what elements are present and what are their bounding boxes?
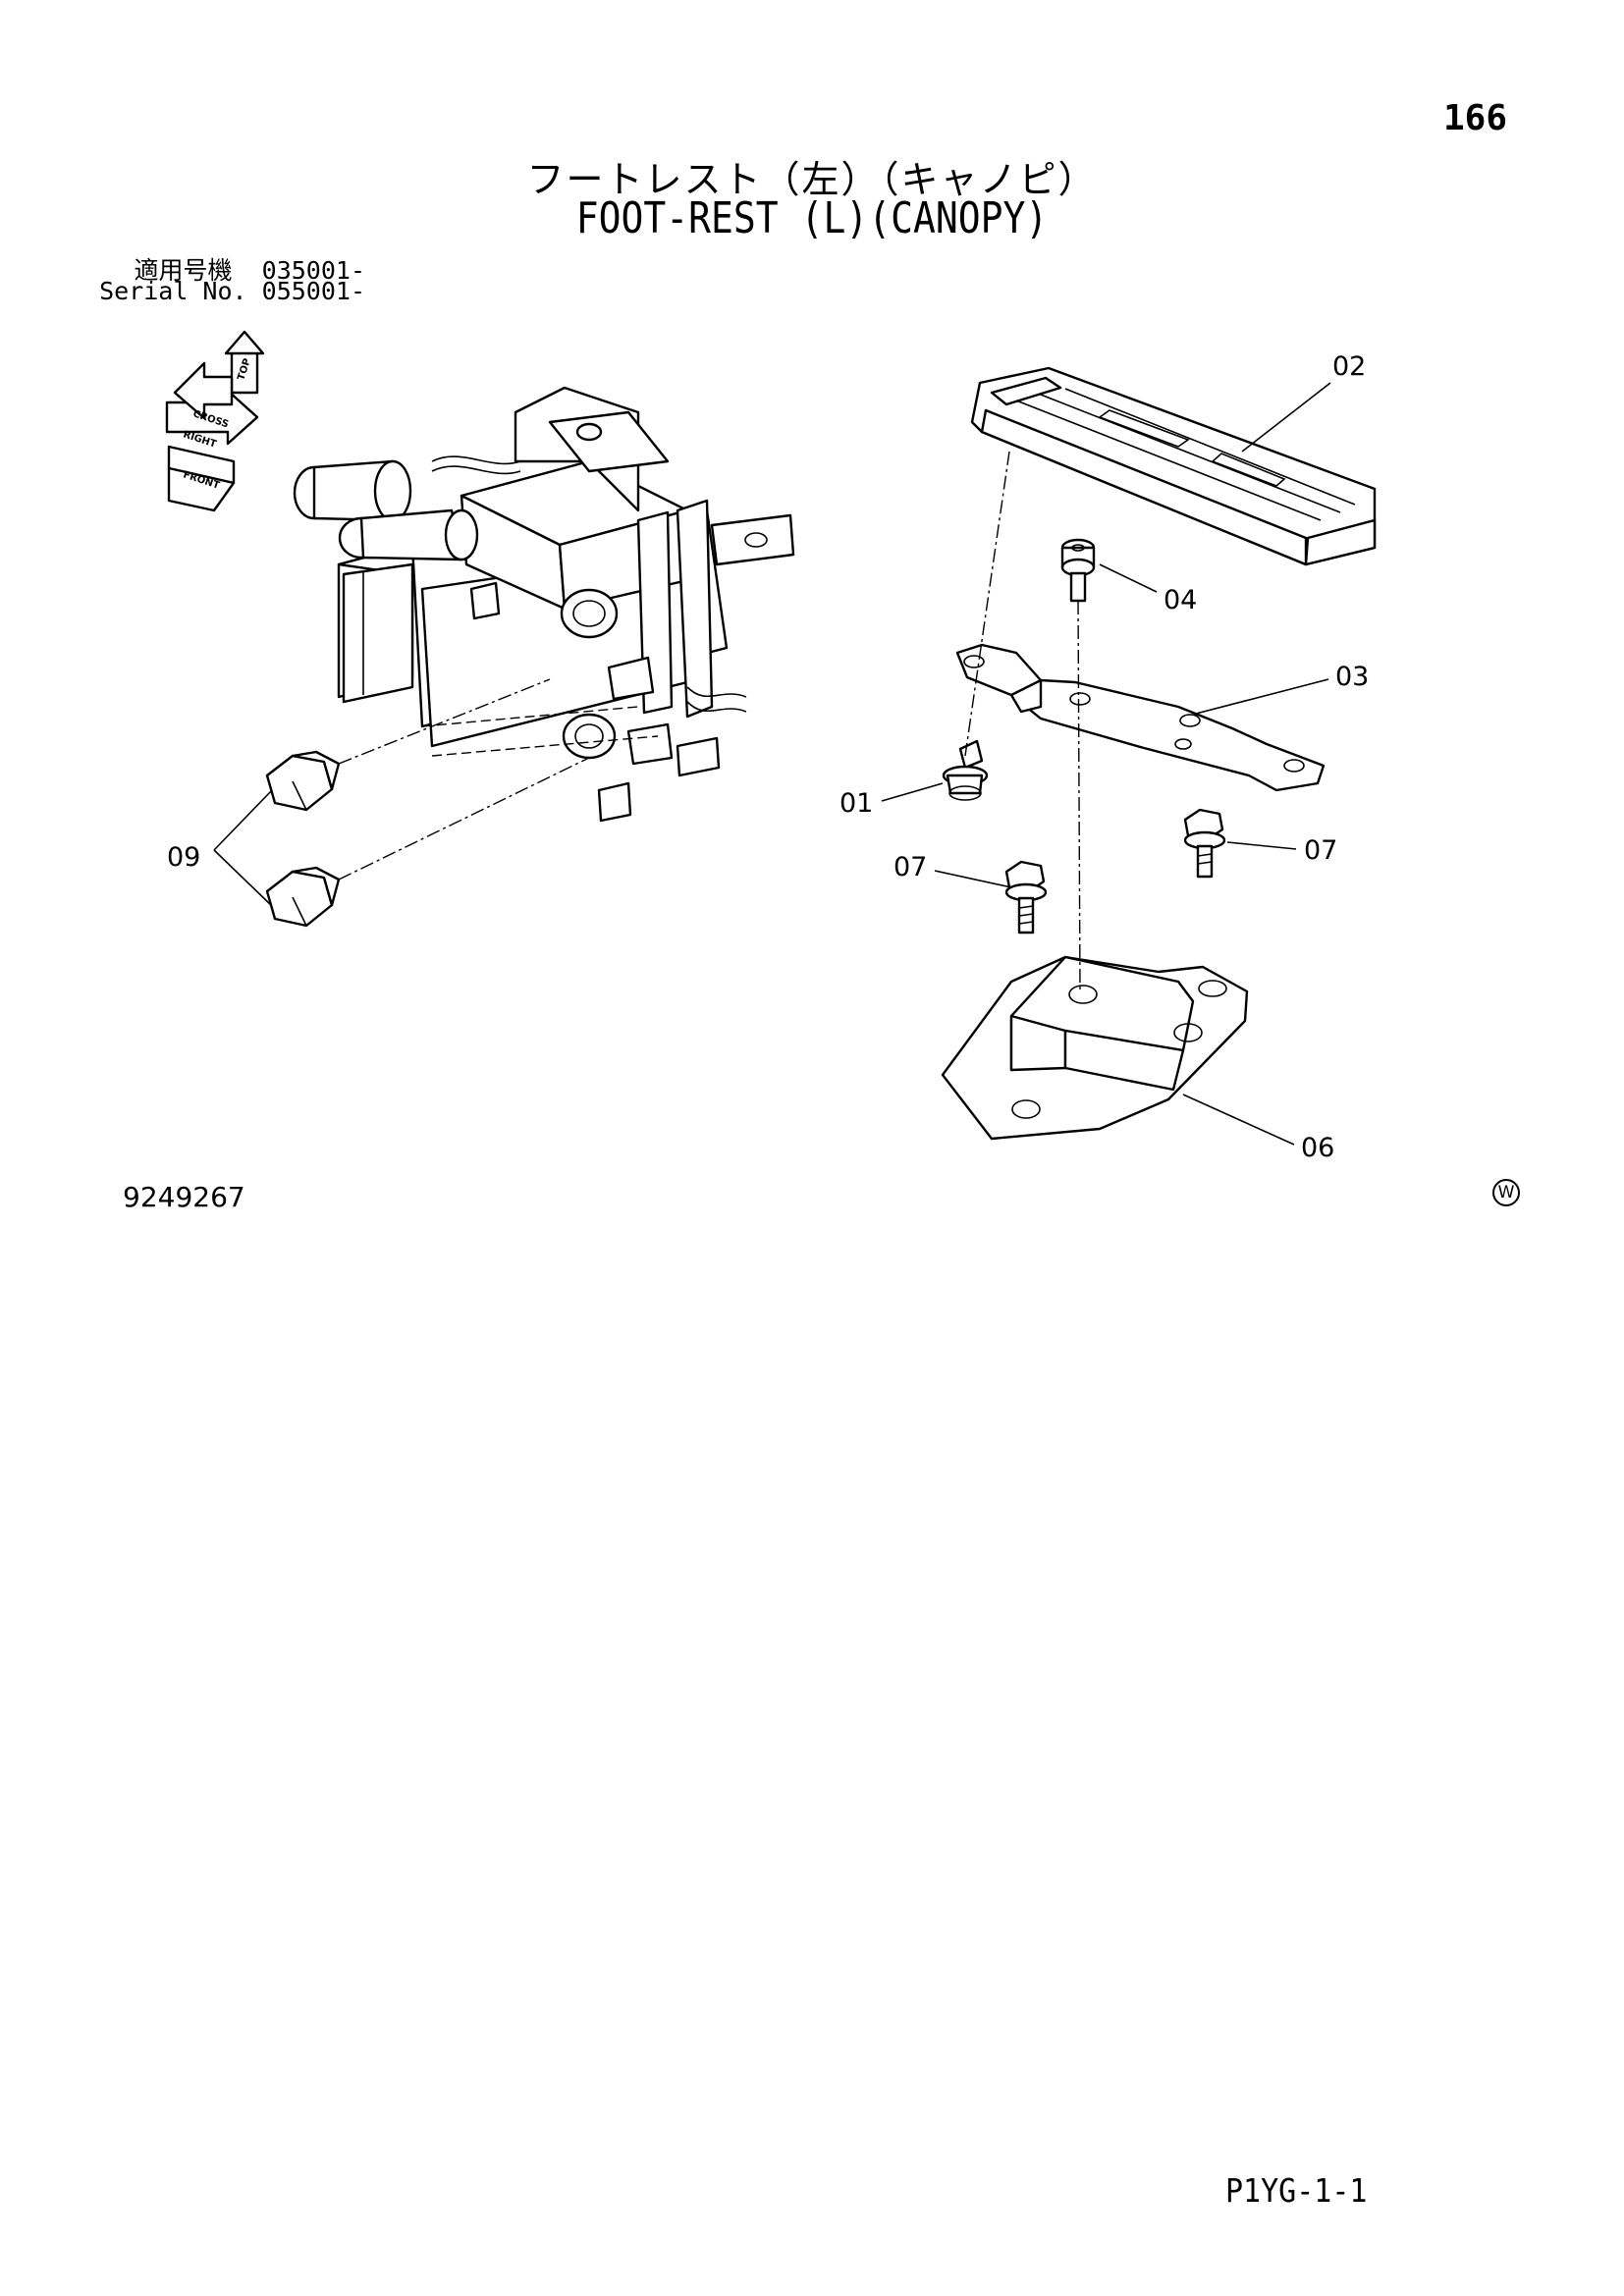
serial-applicability-en: Serial No. 055001-: [0, 277, 365, 305]
page-number: 166: [1443, 98, 1508, 138]
parts-diagram: TOP CROSS RIGHT FRONT: [165, 330, 1377, 1163]
control-valve-assembly: [293, 386, 795, 823]
part-03-bracket: [955, 643, 1326, 792]
part-07-bolt-right: [1183, 808, 1226, 879]
centerline-mat-to-bolt-01: [964, 451, 1010, 757]
callout-06: 06: [1301, 1133, 1334, 1163]
circled-w-mark: W: [1492, 1179, 1520, 1206]
callout-07-left: 07: [893, 852, 927, 882]
callout-04: 04: [1164, 585, 1197, 615]
serial-en-label: Serial No.: [99, 277, 247, 305]
part-07-bolt-left: [1004, 860, 1048, 934]
serial-jp-label: 適用号機: [134, 256, 233, 285]
drawing-number: 9249267: [123, 1181, 245, 1213]
plug-centerline-lower: [338, 757, 590, 881]
part-01-flange-bolt: [942, 739, 989, 801]
centerline-bolt-04: [1077, 600, 1081, 992]
title-japanese: フートレスト（左）（キャノピ）: [526, 158, 1098, 201]
compass-arrow-cross: [173, 361, 234, 420]
part-04-socket-bolt: [1060, 538, 1096, 603]
serial-applicability-jp: 適用号機 035001-: [0, 251, 365, 287]
part-02-foot-rest-mat: [970, 366, 1377, 566]
compass-arrow-top-head: [224, 330, 265, 355]
part-09-plug-lower: [265, 866, 341, 928]
part-09-plug-upper: [265, 750, 341, 812]
orientation-compass: TOP CROSS RIGHT FRONT: [165, 330, 265, 512]
callout-02: 02: [1332, 351, 1366, 382]
title-english: FOOT-REST (L)(CANOPY): [575, 192, 1049, 243]
serial-en-value: 055001-: [261, 277, 365, 305]
valve-bracket-plate: [710, 513, 795, 566]
plug-centerline-upper: [338, 678, 551, 765]
callout-03: 03: [1335, 662, 1369, 692]
page-code: P1YG-1-1: [1225, 2172, 1368, 2211]
callout-01: 01: [839, 788, 873, 819]
serial-jp-value: 035001-: [261, 256, 365, 285]
callout-09: 09: [167, 842, 200, 873]
leader-lines: [213, 382, 1331, 1146]
callout-07-right: 07: [1304, 835, 1337, 866]
part-06-support-stand: [941, 955, 1249, 1141]
compass-arrow-front-tip: [167, 466, 236, 512]
